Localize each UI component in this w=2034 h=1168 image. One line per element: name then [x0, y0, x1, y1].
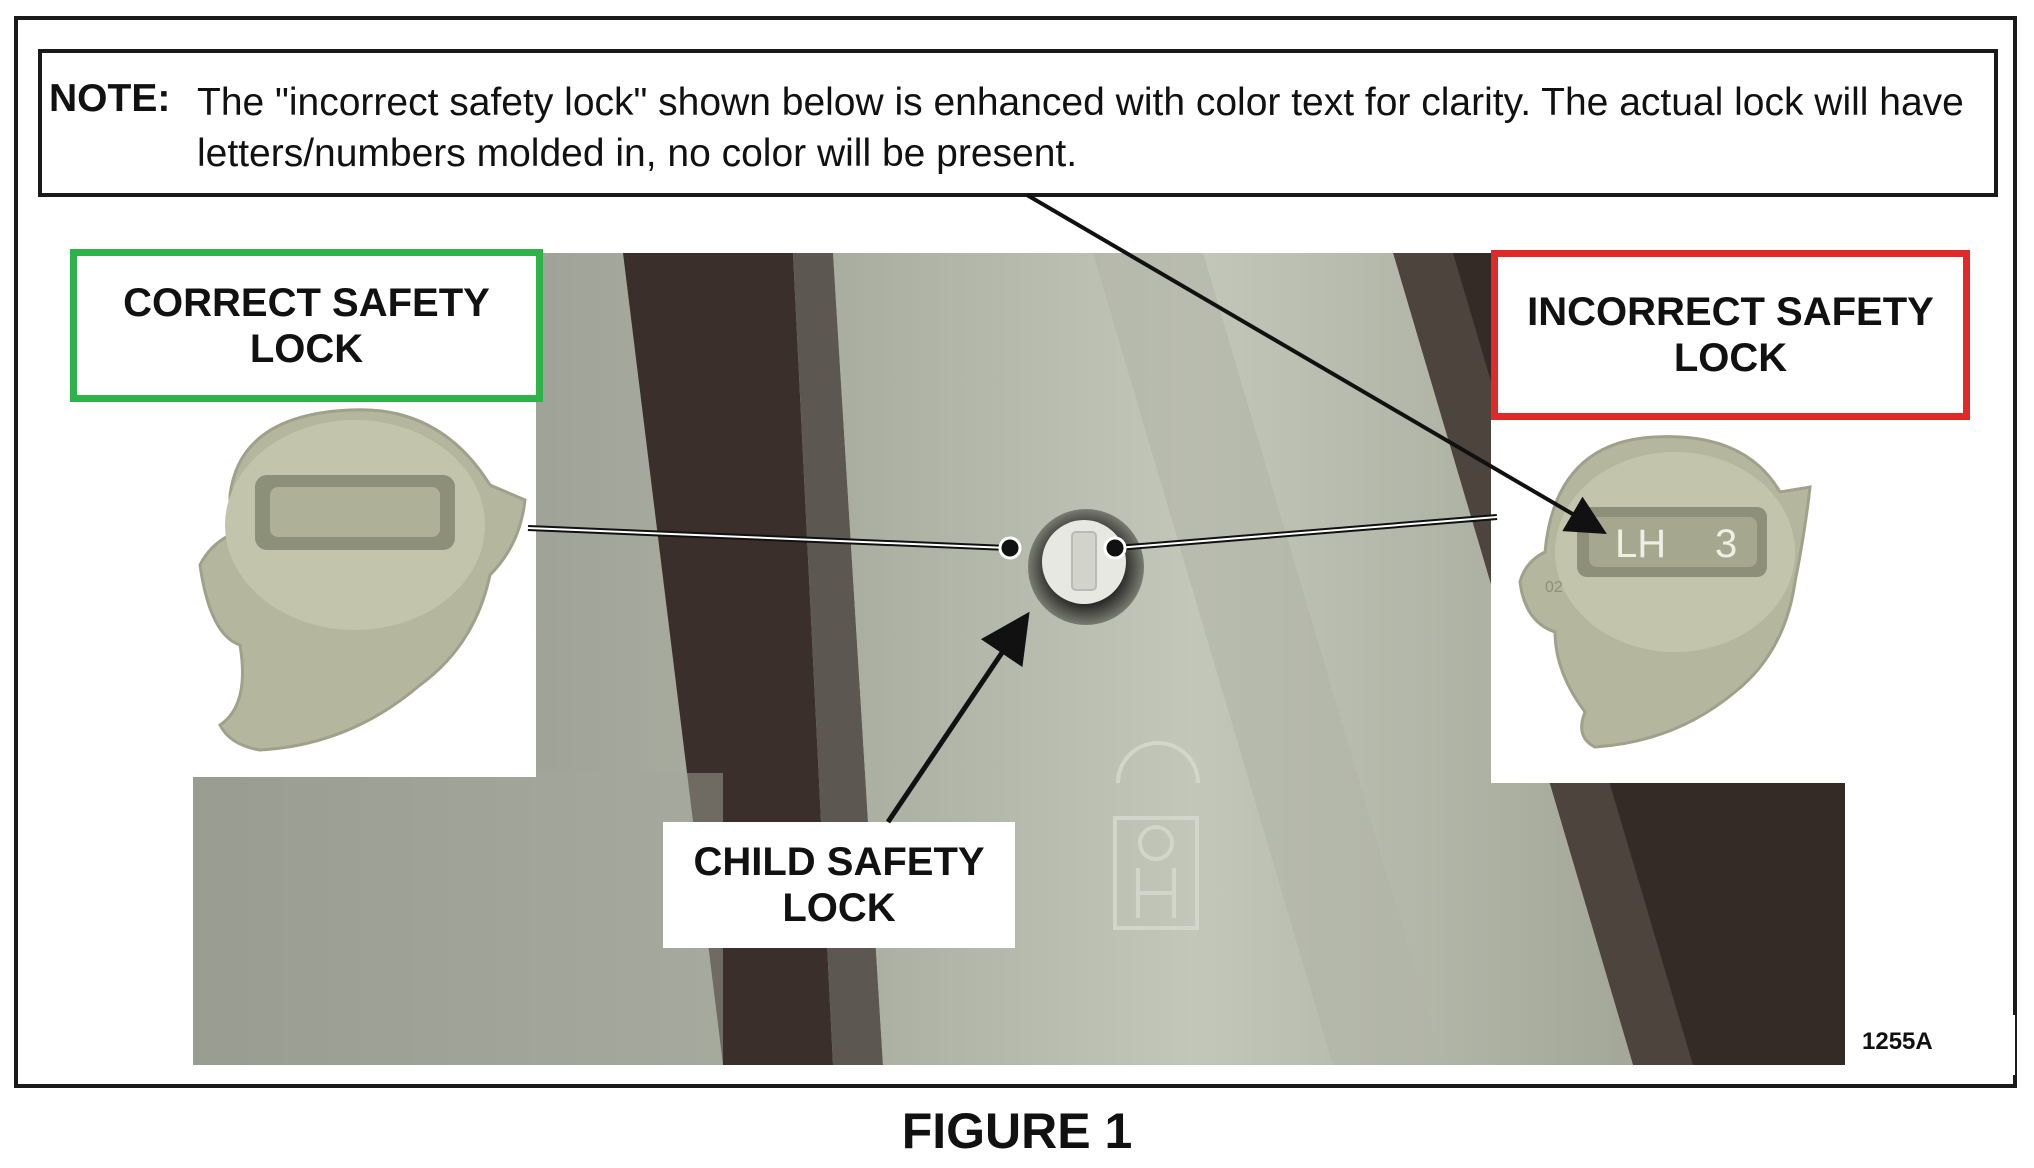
correct-safety-lock-label: CORRECT SAFETY LOCK	[70, 249, 543, 402]
correct-label-text: CORRECT SAFETY LOCK	[123, 280, 490, 371]
child-safety-lock-label: CHILD SAFETY LOCK	[663, 822, 1015, 948]
note-box: NOTE: The "incorrect safety lock" shown …	[38, 49, 1998, 197]
figure-caption: FIGURE 1	[901, 1103, 1133, 1159]
figure-id-panel	[1845, 1015, 2015, 1075]
incorrect-label-text: INCORRECT SAFETY LOCK	[1527, 290, 1934, 380]
marking-lh: LH	[1615, 522, 1666, 566]
marking-small: 02	[1545, 579, 1563, 596]
incorrect-lock-image: LH 3 02	[1518, 435, 1812, 749]
marking-number: 3	[1715, 522, 1737, 566]
note-text: The "incorrect safety lock" shown below …	[197, 81, 1964, 175]
correct-lock-image	[198, 408, 527, 752]
figure-id: 1255A	[1862, 1028, 1933, 1055]
figure-frame	[14, 16, 2017, 1088]
child-label-text: CHILD SAFETY LOCK	[693, 840, 985, 930]
incorrect-safety-lock-label: INCORRECT SAFETY LOCK	[1491, 250, 1970, 420]
note-label: NOTE:	[49, 77, 171, 120]
